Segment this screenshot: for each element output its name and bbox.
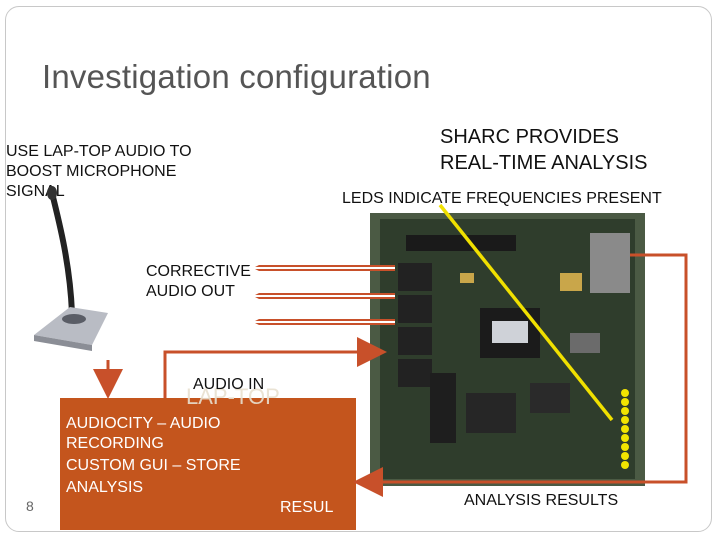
laptop-audio-note-line-1: USE LAP-TOP AUDIO TO [6, 143, 192, 160]
sharc-board-graphic [370, 213, 645, 486]
laptop-line-1: AUDIOCITY – AUDIO [66, 415, 221, 432]
laptop-line-3: CUSTOM GUI – STORE [66, 457, 241, 474]
slide-title: Investigation configuration [42, 58, 431, 95]
laptop-line-2: RECORDING [66, 435, 164, 452]
sharc-note-line-2: REAL-TIME ANALYSIS [440, 152, 648, 174]
analysis-results-arrow [353, 253, 688, 497]
corrective-audio-note-line-1: CORRECTIVE [146, 263, 251, 280]
corrective-audio-arrows [253, 268, 395, 322]
audio-in-label: AUDIO IN [193, 376, 265, 393]
leds-pointer-line [438, 203, 614, 422]
laptop-line-4: ANALYSIS [66, 479, 144, 496]
laptop-watermark-label: LAP-TOP [186, 384, 280, 409]
analysis-results-label: ANALYSIS RESULTS [464, 492, 619, 509]
sharc-note-line-1: SHARC PROVIDES [440, 126, 619, 148]
sharc-note: SHARC PROVIDES REAL-TIME ANALYSIS [440, 124, 647, 176]
laptop-result-fragment: RESUL [280, 499, 334, 516]
corrective-audio-note: CORRECTIVE AUDIO OUT [146, 262, 251, 302]
audio-in-arrow [163, 337, 387, 398]
slide-number: 8 [26, 498, 34, 514]
leds-note: LEDS INDICATE FREQUENCIES PRESENT [342, 190, 662, 207]
microphone-image [34, 186, 108, 351]
laptop-audio-note-line-2: BOOST MICROPHONE [6, 163, 177, 180]
corrective-audio-note-line-2: AUDIO OUT [146, 283, 235, 300]
sharc-board-image [370, 213, 645, 486]
slide-frame [5, 6, 712, 532]
laptop-box [60, 398, 356, 530]
